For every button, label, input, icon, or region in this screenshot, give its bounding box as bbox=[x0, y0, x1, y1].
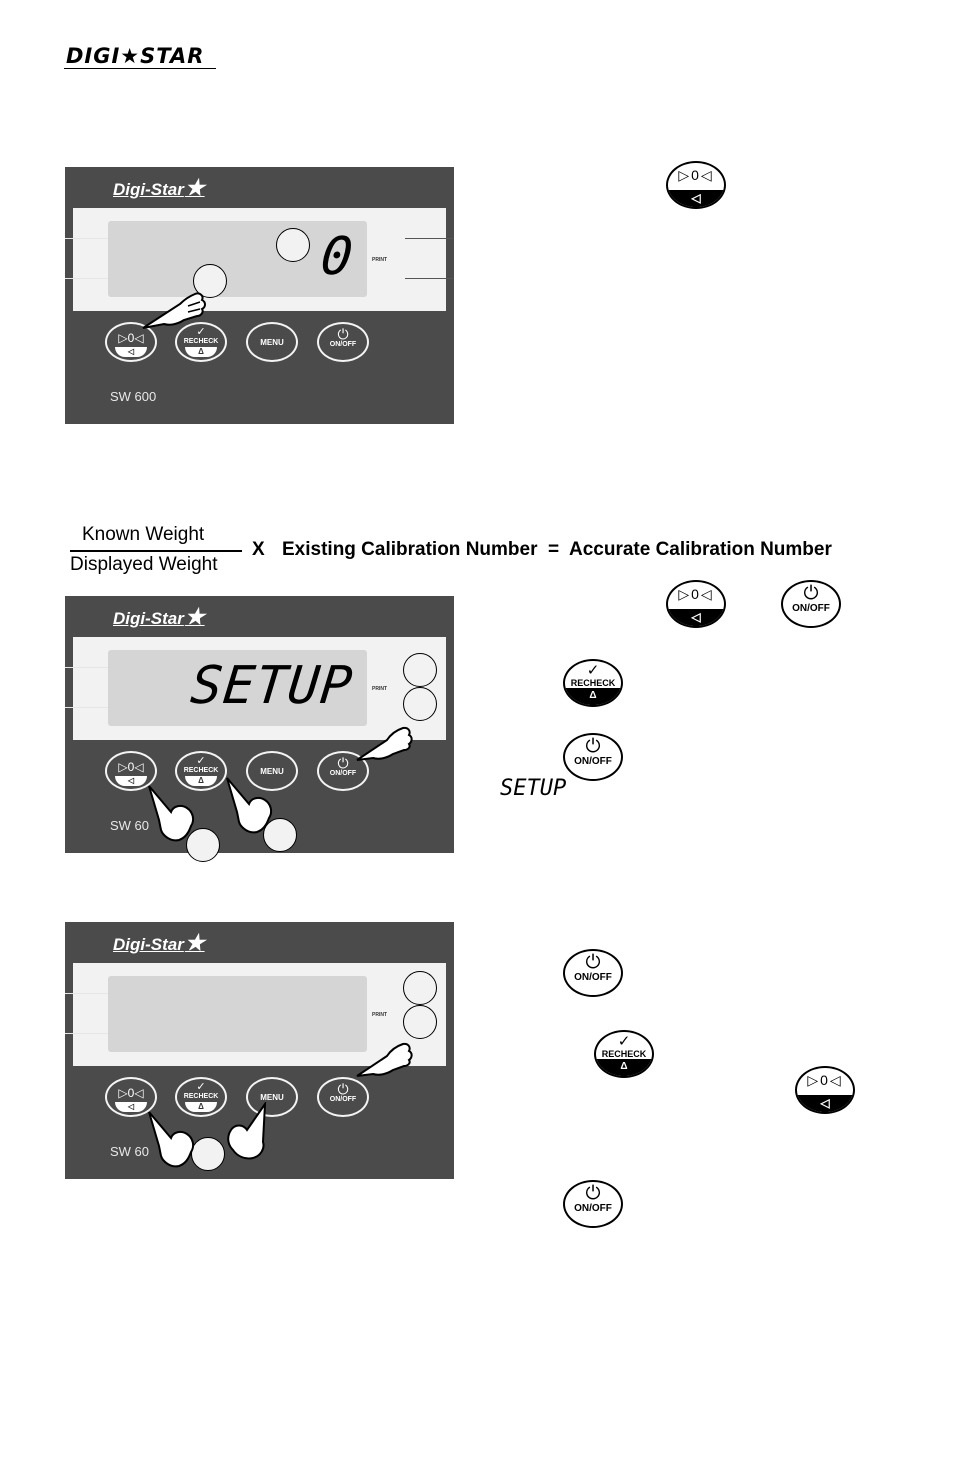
brand-logo: Digi-Star★ bbox=[113, 175, 205, 200]
zero-button[interactable]: ▷0◁ ◁ bbox=[105, 322, 157, 362]
step-callout-circle bbox=[403, 653, 437, 687]
formula-equation: Existing Calibration Number = Accurate C… bbox=[282, 539, 832, 560]
on-off-key-icon: ⏻ ON/OFF bbox=[563, 733, 623, 781]
pointing-hand-icon bbox=[226, 777, 273, 834]
band-line bbox=[65, 1033, 108, 1034]
pointing-hand-icon bbox=[148, 1111, 195, 1168]
zero-key-icon: ▷0◁ ◁ bbox=[666, 580, 726, 628]
formula-denominator: Displayed Weight bbox=[70, 554, 218, 575]
lcd-display: SETUP bbox=[108, 650, 367, 726]
band-line bbox=[405, 278, 454, 279]
menu-button[interactable]: MENU bbox=[246, 322, 298, 362]
logo-underline bbox=[64, 68, 216, 69]
on-off-button[interactable]: ⏻ ON/OFF bbox=[317, 322, 369, 362]
zero-key-icon: ▷0◁ ◁ bbox=[795, 1066, 855, 1114]
recheck-button[interactable]: ✓ RECHECK Δ bbox=[175, 322, 227, 362]
on-off-button[interactable]: ⏻ ON/OFF bbox=[317, 1077, 369, 1117]
pointing-hand-icon bbox=[356, 726, 413, 761]
band-line bbox=[65, 707, 108, 708]
on-off-key-icon: ⏻ ON/OFF bbox=[563, 1180, 623, 1228]
brand-logo: Digi-Star★ bbox=[113, 604, 205, 629]
step-callout-circle bbox=[403, 687, 437, 721]
model-label: SW 60 bbox=[110, 818, 150, 833]
pointing-hand-icon bbox=[142, 292, 206, 329]
lcd-display: 0 bbox=[108, 221, 367, 297]
band-line bbox=[65, 238, 108, 239]
setup-display-text: SETUP bbox=[500, 776, 567, 801]
recheck-button[interactable]: ✓ RECHECK Δ bbox=[175, 751, 227, 791]
scale-panel-2: Digi-Star★ SETUP PRINT ▷0◁ ◁ ✓ RECHECK Δ… bbox=[65, 596, 454, 862]
print-label: PRINT bbox=[372, 257, 387, 263]
model-label: SW 60 bbox=[110, 1144, 150, 1159]
band-line bbox=[65, 667, 108, 668]
pointing-hand-icon bbox=[227, 1102, 267, 1160]
display-value: SETUP bbox=[188, 656, 357, 716]
on-off-key-icon: ⏻ ON/OFF bbox=[563, 949, 623, 997]
zero-key-icon: ▷0◁ ◁ bbox=[666, 161, 726, 209]
pointing-hand-icon bbox=[148, 785, 195, 842]
band-line bbox=[65, 993, 108, 994]
step-callout-circle bbox=[186, 828, 220, 862]
lcd-display bbox=[108, 976, 367, 1052]
step-callout-circle bbox=[276, 228, 310, 262]
step-callout-circle bbox=[193, 264, 227, 298]
fraction-bar bbox=[70, 550, 242, 552]
print-label: PRINT bbox=[372, 1012, 387, 1018]
formula-numerator: Known Weight bbox=[82, 524, 205, 545]
step-callout-circle bbox=[403, 1005, 437, 1039]
band-line bbox=[405, 238, 454, 239]
brand-logo: Digi-Star★ bbox=[113, 930, 205, 955]
step-callout-circle bbox=[263, 818, 297, 852]
on-off-key-icon: ⏻ ON/OFF bbox=[781, 580, 841, 628]
step-callout-circle bbox=[403, 971, 437, 1005]
print-label: PRINT bbox=[372, 686, 387, 692]
scale-panel-3: Digi-Star★ PRINT ▷0◁ ◁ ✓ RECHECK Δ MENU … bbox=[65, 922, 454, 1179]
band-line bbox=[65, 278, 108, 279]
digistar-logo: DIGI★STAR bbox=[66, 44, 205, 68]
recheck-button[interactable]: ✓ RECHECK Δ bbox=[175, 1077, 227, 1117]
on-off-button[interactable]: ⏻ ON/OFF bbox=[317, 751, 369, 791]
scale-panel-1: Digi-Star★ 0 PRINT ▷0◁ ◁ ✓ RECHECK Δ MEN… bbox=[65, 167, 454, 424]
zero-button[interactable]: ▷0◁ ◁ bbox=[105, 751, 157, 791]
step-callout-circle bbox=[191, 1137, 225, 1171]
model-label: SW 600 bbox=[110, 389, 157, 404]
menu-button[interactable]: MENU bbox=[246, 751, 298, 791]
recheck-key-icon: ✓ RECHECK Δ bbox=[563, 659, 623, 707]
pointing-hand-icon bbox=[356, 1042, 413, 1077]
recheck-key-icon: ✓ RECHECK Δ bbox=[594, 1030, 654, 1078]
zero-button[interactable]: ▷0◁ ◁ bbox=[105, 1077, 157, 1117]
formula-times: X bbox=[252, 539, 265, 560]
display-value: 0 bbox=[317, 227, 357, 287]
menu-button[interactable]: MENU bbox=[246, 1077, 298, 1117]
